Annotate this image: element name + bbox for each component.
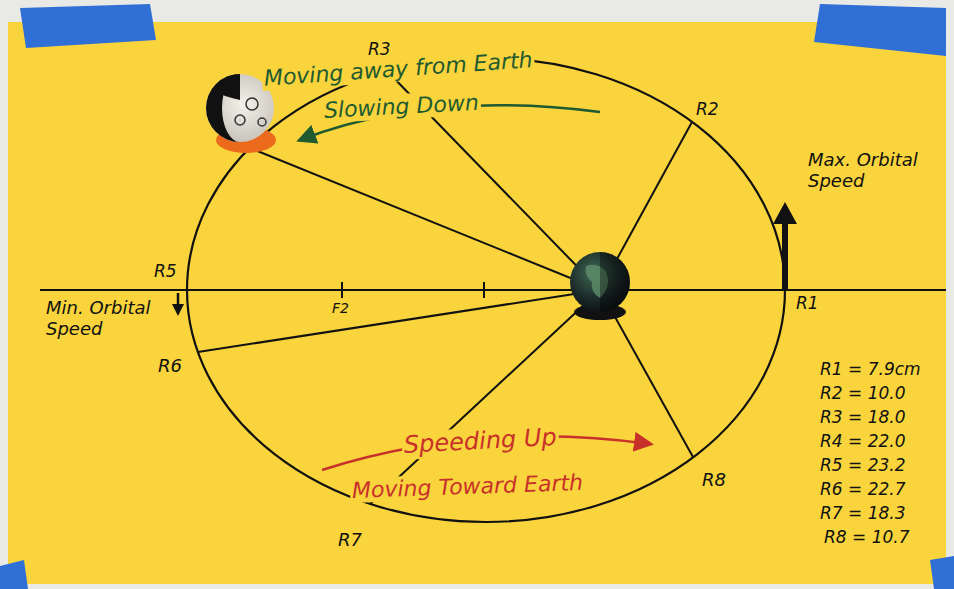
speed-note: Min. Orbital Speed xyxy=(44,298,158,339)
radius-value: R1 = 7.9cm xyxy=(818,360,923,380)
motion-note: Speeding Up xyxy=(401,424,559,460)
speed-note: Max. Orbital Speed xyxy=(806,150,930,191)
radius-label: R1 xyxy=(794,294,821,314)
earth-model xyxy=(570,252,630,320)
tape xyxy=(930,556,954,589)
motion-note: Slowing Down xyxy=(321,90,481,124)
motion-note: Moving away from Earth xyxy=(261,47,535,91)
paper xyxy=(8,22,946,584)
radius-label: R5 xyxy=(152,262,179,282)
radius-label: R6 xyxy=(156,356,184,377)
tick xyxy=(341,282,343,298)
radius-label: R8 xyxy=(700,470,728,491)
radius-value: R2 = 10.0 xyxy=(818,384,908,404)
focus-label: F2 xyxy=(330,300,351,316)
tick xyxy=(483,282,485,298)
radius-value: R4 = 22.0 xyxy=(818,432,908,452)
radius-label: R2 xyxy=(694,100,721,120)
arrowhead xyxy=(773,202,797,224)
tape xyxy=(0,560,28,589)
radius-lines xyxy=(198,71,693,504)
tape xyxy=(814,4,946,56)
radius-value: R5 = 23.2 xyxy=(818,456,908,476)
motion-note: Moving Toward Earth xyxy=(350,470,586,503)
radius-value: R6 = 22.7 xyxy=(818,480,908,500)
radius-label: R7 xyxy=(336,530,364,551)
orbit-ellipse xyxy=(187,58,785,522)
radius-value: R8 = 10.7 xyxy=(822,528,912,548)
major-axis xyxy=(40,289,946,291)
radius-value: R3 = 18.0 xyxy=(818,408,908,428)
max-speed-arrow xyxy=(782,220,788,290)
radius-value: R7 = 18.3 xyxy=(818,504,908,524)
tape xyxy=(20,4,156,48)
arrowhead xyxy=(172,304,184,316)
